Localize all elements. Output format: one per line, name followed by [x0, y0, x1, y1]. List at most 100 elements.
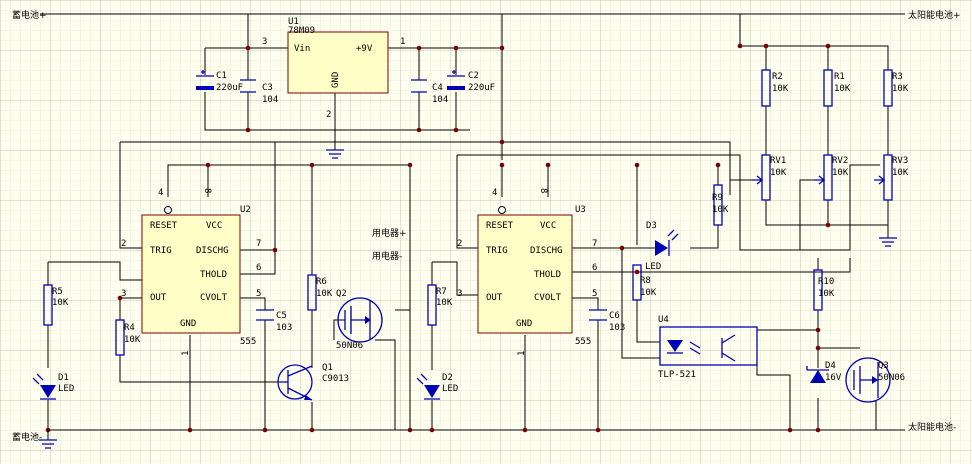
u3-ref: U3 — [575, 205, 586, 215]
r10-value: 10K — [818, 289, 835, 299]
pot-rv2: RV2 10K — [814, 154, 849, 201]
pot-rv3: RV3 10K — [874, 154, 909, 201]
d4-value: 16V — [825, 373, 842, 383]
r4-ref: R4 — [124, 323, 135, 333]
u1-vout: +9V — [356, 44, 373, 54]
u2-dischg: DISCHG — [196, 246, 229, 256]
load-plus-label: 用电器+ — [372, 227, 407, 239]
ground-icon-bottom — [39, 430, 57, 449]
terminal-labels: 蓄电池+ 太阳能电池+ 蓄电池- 太阳能电池- 用电器+ 用电器- — [12, 9, 961, 443]
junctions — [45, 43, 831, 433]
rv1-ref: RV1 — [770, 156, 786, 166]
q3-value: 50N06 — [878, 373, 905, 383]
u2-reset: RESET — [150, 221, 178, 231]
d1-ref: D1 — [58, 373, 69, 383]
u2-pin-trig: 2 — [121, 239, 126, 249]
u2-ref: U2 — [240, 205, 251, 215]
u1-pin-gnd: 2 — [326, 110, 331, 120]
resistor-r3: R3 10K — [883, 69, 909, 107]
capacitor-c1: C1 220uF — [196, 70, 243, 93]
q2-value: 50N06 — [336, 341, 363, 351]
d1-value: LED — [58, 384, 74, 394]
u1-pin-out: 1 — [400, 37, 405, 47]
rv2-value: 10K — [832, 168, 849, 178]
r1-ref: R1 — [834, 72, 845, 82]
u2-part: 555 — [240, 337, 256, 347]
r10-ref: R10 — [818, 277, 834, 287]
u3-trig: TRIG — [486, 246, 508, 256]
solar-minus-label: 太阳能电池- — [908, 421, 956, 433]
u3-pin-gnd: 1 — [517, 351, 527, 356]
regulator-body — [287, 31, 389, 94]
u3-pin-out: 3 — [457, 289, 462, 299]
c5-value: 103 — [276, 323, 292, 333]
pot-rv1: RV1 10K — [752, 154, 787, 201]
r7-value: 10K — [436, 298, 453, 308]
resistor-r6: R6 10K — [307, 274, 333, 311]
u3-pin-trig: 2 — [457, 239, 462, 249]
wires — [40, 13, 905, 431]
rv3-value: 10K — [892, 168, 909, 178]
u2-pin-out: 3 — [121, 289, 126, 299]
u3-vcc: VCC — [540, 221, 556, 231]
battery-minus-label: 蓄电池- — [12, 431, 42, 443]
load-minus-label: 用电器- — [372, 250, 402, 262]
r7-ref: R7 — [436, 287, 447, 297]
r1-value: 10K — [834, 84, 851, 94]
c4-ref: C4 — [432, 83, 443, 93]
c6-value: 103 — [609, 323, 625, 333]
u2-pin-reset: 4 — [158, 188, 163, 198]
u3-dischg: DISCHG — [530, 246, 563, 256]
r3-value: 10K — [892, 84, 909, 94]
timer-u2-body — [141, 214, 241, 334]
solar-plus-label: 太阳能电池+ — [908, 9, 961, 21]
d4-ref: D4 — [825, 361, 836, 371]
u2-thold: THOLD — [200, 270, 227, 280]
mosfet-q2: Q2 50N06 — [336, 289, 383, 351]
c3-value: 104 — [262, 95, 278, 105]
r8-value: 10K — [640, 288, 657, 298]
capacitor-c2: C2 220uF — [447, 70, 495, 93]
d3-ref: D3 — [646, 221, 657, 231]
r6-value: 10K — [316, 289, 333, 299]
r5-value: 10K — [52, 298, 69, 308]
r6-ref: R6 — [316, 277, 327, 287]
u2-gnd: GND — [180, 319, 196, 329]
u2-pin-gnd: 1 — [181, 351, 191, 356]
mosfet-q3: Q3 50N06 — [845, 357, 905, 403]
led-d1: D1 LED — [32, 373, 74, 400]
u2-pin-cvolt: 5 — [256, 289, 261, 299]
r4-value: 10K — [124, 335, 141, 345]
u3-gnd: GND — [516, 319, 532, 329]
u1-part: 78M09 — [288, 26, 315, 36]
rv1-value: 10K — [770, 168, 787, 178]
u3-pin-cvolt: 5 — [592, 289, 597, 299]
d3-value: LED — [645, 262, 661, 272]
resistor-r7: R7 10K — [427, 284, 453, 326]
resistor-r1: R1 10K — [823, 69, 851, 107]
c3-ref: C3 — [262, 83, 273, 93]
timer-u3-body — [477, 214, 573, 334]
u2-pin-thold: 6 — [256, 263, 261, 273]
resistor-r4: R4 10K — [115, 319, 141, 356]
optocoupler-u4: U4 TLP-521 — [658, 315, 758, 380]
q3-ref: Q3 — [878, 361, 889, 371]
zener-d4: D4 16V — [806, 361, 842, 383]
c4-value: 104 — [432, 95, 448, 105]
u2-out: OUT — [150, 293, 167, 303]
led-d3: D3 LED — [645, 221, 679, 272]
d2-ref: D2 — [442, 373, 453, 383]
c1-value: 220uF — [216, 83, 243, 93]
c6-ref: C6 — [609, 311, 620, 321]
u3-out: OUT — [486, 293, 503, 303]
c5-ref: C5 — [276, 311, 287, 321]
u2-vcc: VCC — [206, 221, 222, 231]
ground-icon-regulator — [326, 149, 344, 159]
r3-ref: R3 — [892, 72, 903, 82]
u3-pin-reset: 4 — [492, 188, 497, 198]
r5-ref: R5 — [52, 287, 63, 297]
timer-u3: U3 555 RESET VCC TRIG DISCHG THOLD OUT C… — [457, 188, 597, 356]
u2-pin-dischg: 7 — [256, 239, 261, 249]
u3-pin-thold: 6 — [592, 263, 597, 273]
r8-ref: R8 — [640, 276, 651, 286]
